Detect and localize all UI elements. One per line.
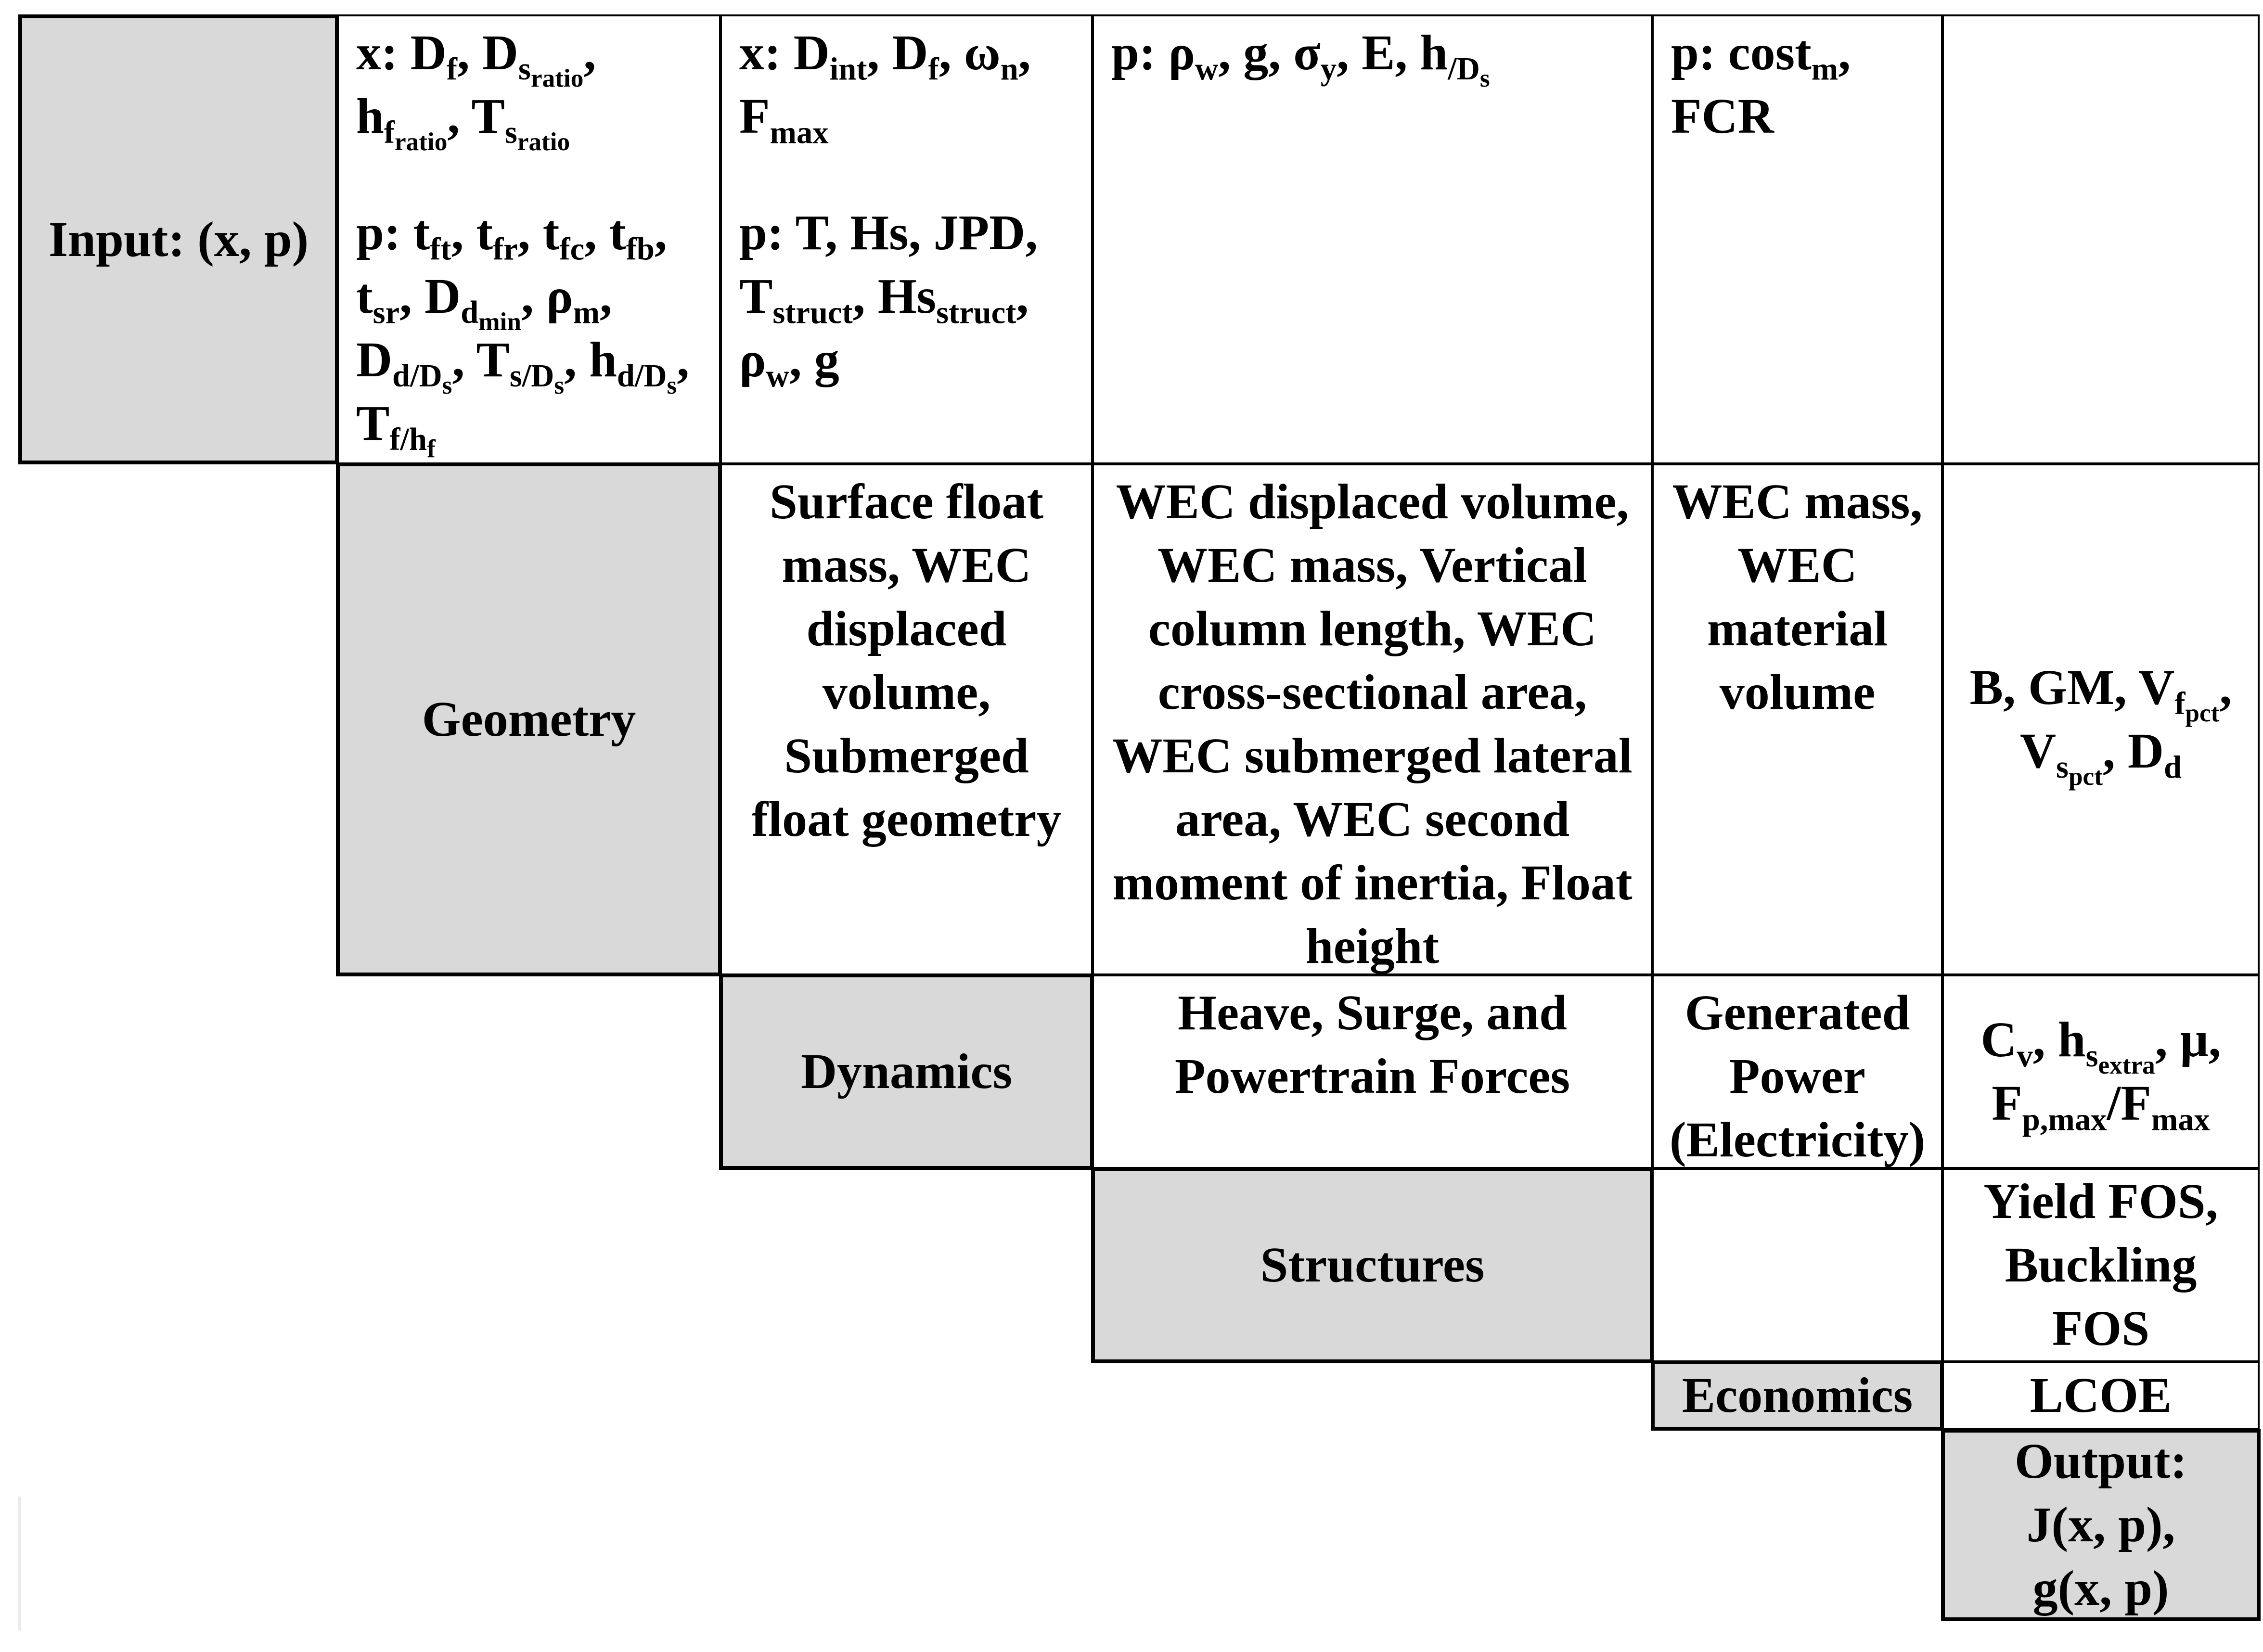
structures-label: Structures bbox=[1260, 1237, 1485, 1293]
structures-block: Structures bbox=[1091, 1167, 1654, 1363]
output-label: Output: J(x, p), g(x, p) bbox=[2014, 1434, 2187, 1616]
divider-mark bbox=[18, 1497, 21, 1631]
geometry-design-variables: x: Df, Dsratio, hfratio, Tsratio bbox=[356, 25, 596, 156]
dynamics-design-variables: x: Dint, Df, ωn, Fmax bbox=[739, 25, 1031, 151]
economics-parameters: p: costm, FCR bbox=[1671, 25, 1851, 144]
input-to-geometry-cell: x: Df, Dsratio, hfratio, Tsratio p: tft,… bbox=[337, 14, 721, 464]
input-block: Input: (x, p) bbox=[18, 14, 339, 464]
geometry-to-structures-cell: WEC displaced volume, WEC mass, Vertical… bbox=[1092, 463, 1653, 975]
input-to-dynamics-cell: x: Dint, Df, ωn, Fmax p: T, Hs, JPD, Tst… bbox=[720, 14, 1093, 464]
economics-block: Economics bbox=[1651, 1360, 1944, 1431]
structures-to-output-text: Yield FOS, Buckling FOS bbox=[1983, 1174, 2218, 1356]
geometry-to-output-cell: B, GM, Vfpct, Vspct, Dd bbox=[1942, 463, 2260, 975]
geometry-to-structures-text: WEC displaced volume, WEC mass, Vertical… bbox=[1112, 474, 1633, 974]
structures-parameters: p: ρw, g, σy, E, h/Ds bbox=[1111, 25, 1490, 93]
dynamics-label: Dynamics bbox=[800, 1044, 1013, 1099]
geometry-label: Geometry bbox=[422, 692, 636, 747]
geometry-to-dynamics-text: Surface float mass, WEC displaced volume… bbox=[751, 474, 1062, 847]
dynamics-to-economics-cell: Generated Power (Electricity) bbox=[1652, 974, 1943, 1169]
dynamics-parameters: p: T, Hs, JPD, Tstruct, Hsstruct, ρw, g bbox=[739, 205, 1038, 394]
geometry-to-economics-cell: WEC mass, WEC material volume bbox=[1652, 463, 1943, 975]
structures-to-output-cell: Yield FOS, Buckling FOS bbox=[1942, 1168, 2260, 1362]
dynamics-to-structures-cell: Heave, Surge, and Powertrain Forces bbox=[1092, 974, 1653, 1169]
economics-to-output-cell: LCOE bbox=[1942, 1361, 2260, 1430]
dynamics-block: Dynamics bbox=[719, 973, 1094, 1170]
economics-to-output-text: LCOE bbox=[2030, 1368, 2172, 1423]
output-block: Output: J(x, p), g(x, p) bbox=[1941, 1429, 2261, 1621]
geometry-parameters: p: tft, tfr, tfc, tfb, tsr, Ddmin, ρm, D… bbox=[356, 205, 690, 463]
geometry-to-output-text: B, GM, Vfpct, Vspct, Dd bbox=[1969, 660, 2232, 791]
input-to-output-cell bbox=[1942, 14, 2260, 464]
dynamics-to-economics-text: Generated Power (Electricity) bbox=[1669, 985, 1926, 1167]
geometry-block: Geometry bbox=[336, 462, 722, 976]
geometry-to-dynamics-cell: Surface float mass, WEC displaced volume… bbox=[720, 463, 1093, 975]
structures-to-economics-cell bbox=[1652, 1168, 1943, 1362]
dynamics-to-structures-text: Heave, Surge, and Powertrain Forces bbox=[1174, 985, 1570, 1104]
input-to-economics-cell: p: costm, FCR bbox=[1652, 14, 1943, 464]
input-to-structures-cell: p: ρw, g, σy, E, h/Ds bbox=[1092, 14, 1653, 464]
dynamics-to-output-cell: Cv, hsextra, μ, Fp,max/Fmax bbox=[1942, 974, 2260, 1169]
geometry-to-economics-text: WEC mass, WEC material volume bbox=[1672, 474, 1923, 720]
economics-label: Economics bbox=[1682, 1368, 1913, 1423]
input-label: Input: (x, p) bbox=[48, 211, 309, 267]
dynamics-to-output-text: Cv, hsextra, μ, Fp,max/Fmax bbox=[1980, 1012, 2221, 1138]
